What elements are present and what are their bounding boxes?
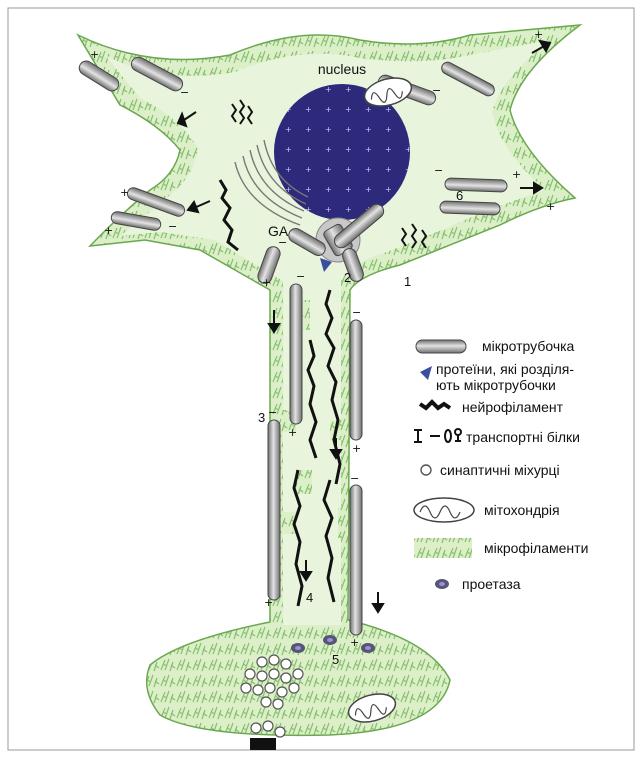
legend-microtubule-label: мікротрубочка (482, 338, 575, 354)
svg-text:−: − (350, 472, 359, 485)
svg-text:+: + (512, 168, 521, 181)
legend-neurofilament-label: нейрофіламент (462, 399, 564, 415)
svg-text:+: + (120, 186, 129, 199)
legend-microtubule-icon (416, 340, 466, 353)
legend-transport-label: транспортні білки (466, 429, 580, 445)
svg-text:+: + (104, 224, 113, 237)
legend-protease-icon (435, 579, 449, 589)
synapse-contact (250, 738, 276, 750)
svg-text:−: − (278, 236, 287, 249)
svg-text:−: − (168, 220, 177, 233)
axon-actin-patch (338, 508, 348, 538)
microtubule (268, 420, 280, 600)
marker-4: 4 (306, 590, 313, 605)
svg-text:−: − (296, 270, 305, 283)
protease (323, 635, 337, 645)
marker-3: 3 (258, 410, 265, 425)
legend-mitochondrion-label: мітохондрія (484, 502, 560, 518)
legend-protease-label: проетаза (462, 576, 521, 592)
microtubule (350, 320, 362, 440)
marker-5: 5 (332, 652, 339, 667)
legend-microfilaments-label: мікрофіламенти (484, 540, 588, 556)
svg-text:+: + (264, 596, 273, 609)
svg-text:−: − (180, 86, 189, 99)
svg-text:+: + (90, 48, 99, 61)
marker-2: 2 (344, 270, 351, 285)
marker-1: 1 (404, 274, 411, 289)
svg-text:+: + (262, 276, 271, 289)
svg-text:+: + (350, 636, 359, 649)
legend-vesicle-icon (421, 465, 431, 475)
legend-severing-label-2: ють мікротрубочки (436, 377, 556, 393)
svg-text:+: + (534, 28, 543, 41)
microtubule (290, 284, 302, 424)
legend-microfilament-icon (414, 538, 472, 558)
nucleus-label: nucleus (318, 61, 366, 77)
svg-text:−: − (352, 306, 361, 319)
microtubule (445, 178, 507, 192)
svg-text:−: − (432, 84, 441, 97)
svg-text:+: + (352, 442, 361, 455)
protease (291, 643, 305, 653)
svg-text:−: − (434, 164, 443, 177)
legend-mitochondrion-icon (414, 498, 474, 522)
legend-severing-label-1: протеїни, які розділя- (436, 361, 574, 377)
svg-text:+: + (288, 426, 297, 439)
microtubule (440, 201, 500, 215)
svg-text:+: + (546, 200, 555, 213)
protease (361, 643, 375, 653)
marker-6: 6 (456, 188, 463, 203)
svg-text:−: − (268, 406, 277, 419)
legend-vesicles-label: синаптичні міхурці (440, 462, 560, 478)
microtubule (350, 485, 362, 635)
